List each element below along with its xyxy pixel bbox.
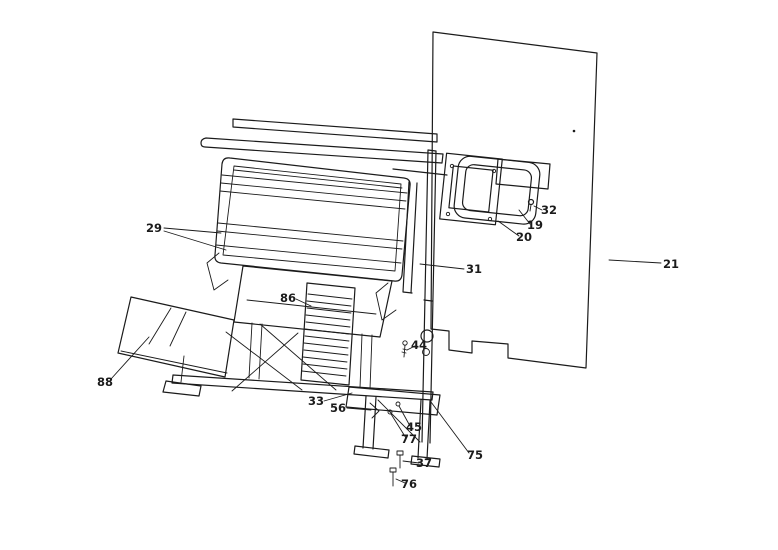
leader-line-45 — [398, 405, 411, 427]
main-panel-outline — [214, 157, 411, 282]
top-trim-strips — [200, 118, 444, 164]
callout-label-77: 77 — [401, 432, 417, 446]
leader-line-76 — [395, 478, 406, 484]
hinge-barrel — [420, 329, 434, 343]
rear-panel-cutout — [495, 158, 551, 190]
callout-label-21: 21 — [663, 257, 679, 271]
main-panel-inner-border — [222, 165, 402, 272]
callout-label-20: 20 — [516, 230, 532, 244]
leader-lines — [110, 205, 662, 484]
frame-plate — [439, 152, 503, 226]
vent-frame-assembly — [392, 152, 541, 226]
plate-screw-hole — [449, 163, 455, 169]
skirt-legs — [248, 322, 373, 390]
support-frame — [162, 323, 441, 487]
callout-label-75: 75 — [467, 448, 483, 462]
bracket-shelf — [345, 386, 441, 416]
leader-line-56 — [346, 407, 372, 411]
bolt-44-head — [402, 340, 408, 346]
left-mount-bracket — [206, 252, 229, 291]
base-rail — [171, 374, 434, 401]
callout-label-33: 33 — [308, 394, 324, 408]
rear-panel-hole — [572, 129, 576, 133]
leader-line-44 — [406, 345, 416, 351]
leader-line-77 — [390, 413, 407, 439]
bolt-76 — [389, 467, 397, 487]
side-panel-edge — [120, 350, 228, 374]
louver-outline — [300, 282, 356, 386]
callout-label-86: 86 — [280, 291, 296, 305]
leader-line-88 — [110, 336, 150, 380]
center-leg — [362, 395, 377, 450]
hinge-channel — [421, 149, 437, 444]
callout-label-32: 32 — [541, 203, 557, 217]
retainer-clip-56 — [369, 402, 380, 419]
side-panel-outline — [117, 296, 235, 378]
bolt-45 — [395, 401, 401, 407]
bolt-44 — [401, 340, 408, 358]
frame-ring-inner — [461, 164, 533, 217]
right-foot-pad — [410, 455, 441, 468]
callout-label-45: 45 — [406, 420, 422, 434]
leader-line-32 — [533, 205, 543, 211]
hinge-pin — [422, 348, 430, 356]
callout-label-37: 37 — [416, 456, 432, 470]
louver-grille-86 — [300, 282, 356, 386]
leader-line-37 — [402, 460, 420, 464]
right-leg — [417, 399, 431, 460]
right-mount-bracket — [375, 282, 397, 321]
left-leg — [180, 355, 185, 383]
callout-label-31: 31 — [466, 262, 482, 276]
callout-label-29: 29 — [146, 221, 162, 235]
rear-panel-outline — [430, 31, 598, 369]
left-foot-pad — [162, 380, 202, 397]
plate-screw-hole — [487, 216, 493, 222]
callout-label-76: 76 — [401, 477, 417, 491]
screw-32-shaft — [529, 204, 532, 212]
bolt-44-shaft — [401, 344, 408, 358]
callout-label-88: 88 — [97, 375, 113, 389]
leader-line-31 — [419, 263, 465, 270]
main-panel-assembly — [206, 149, 437, 444]
leader-line-20 — [497, 220, 520, 237]
frame-plate-hole — [448, 165, 494, 213]
callout-label-56: 56 — [330, 401, 346, 415]
callout-label-19: 19 — [527, 218, 543, 232]
louver-slats — [301, 293, 353, 377]
trim-strip-upper — [232, 118, 438, 143]
skirt-crease — [246, 299, 377, 315]
callout-label-44: 44 — [411, 338, 427, 352]
side-strip-31 — [402, 181, 418, 294]
bolt-77 — [387, 409, 393, 415]
side-panel-reflection — [148, 307, 187, 347]
main-panel-ribs — [215, 169, 408, 264]
leader-line-33 — [323, 392, 353, 402]
diagonal-brace — [377, 399, 421, 443]
center-foot-pad — [353, 445, 390, 459]
trim-strip-lower — [200, 137, 444, 164]
leader-line-75 — [430, 401, 470, 454]
bolt-76-head — [389, 467, 397, 473]
mount-rod — [392, 168, 448, 176]
cross-braces — [225, 323, 337, 392]
leader-line-21 — [608, 259, 662, 264]
bolt-37-head — [396, 450, 404, 456]
leader-line-86 — [295, 298, 312, 307]
side-panel-88 — [117, 296, 235, 378]
plate-screw-hole — [445, 211, 451, 217]
bolt-37 — [396, 450, 404, 469]
leader-line-19 — [518, 209, 531, 225]
callout-labels: 29 31 86 88 33 56 45 77 37 76 75 44 32 1… — [97, 203, 679, 491]
rear-panel-21 — [430, 31, 598, 369]
skirt-outline — [233, 265, 393, 338]
screw-32 — [527, 198, 535, 206]
leader-line-29 — [163, 227, 227, 251]
plate-screw-hole — [491, 168, 497, 174]
